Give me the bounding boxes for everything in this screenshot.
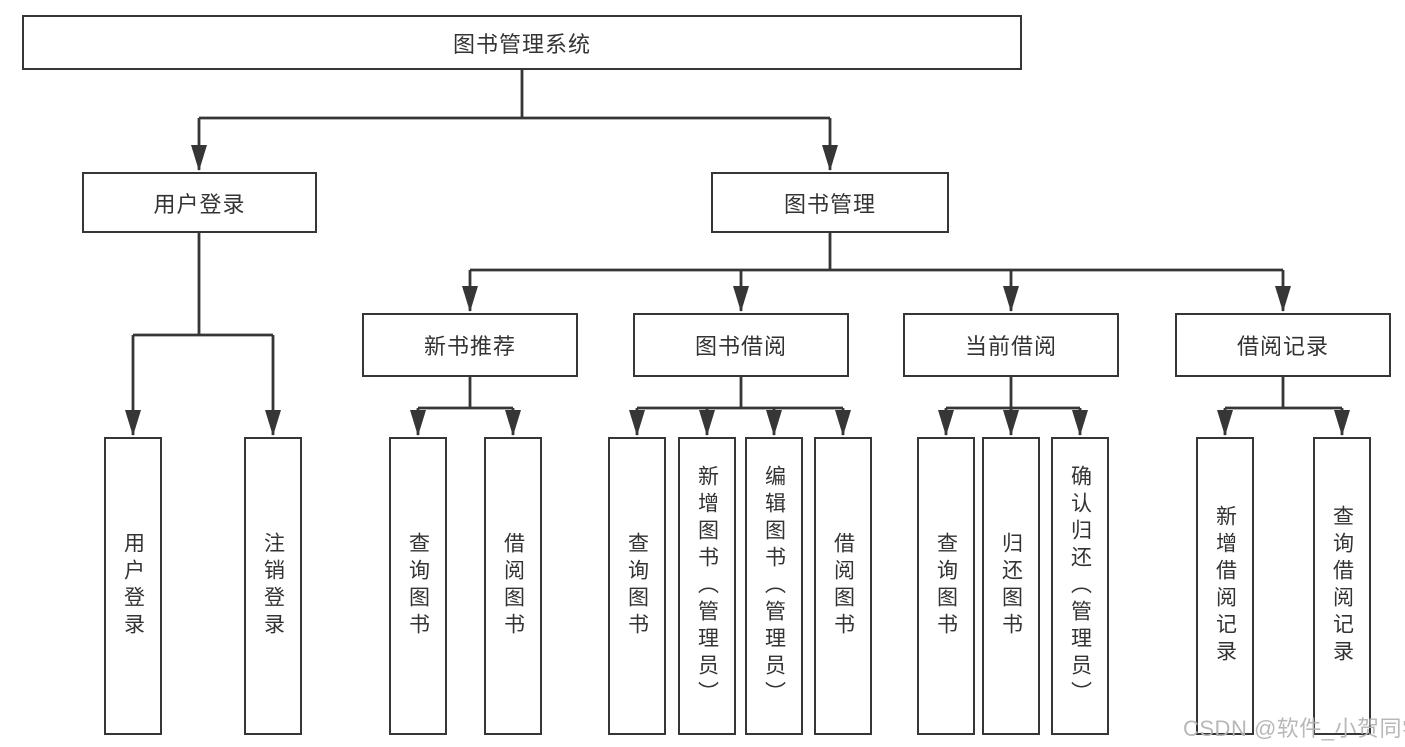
leaf-logout-label: 注销登录 <box>261 532 285 640</box>
leaf-query-book-1-label: 查询图书 <box>406 532 430 640</box>
leaf-add-borrow-record: 新增借阅记录 <box>1196 437 1254 735</box>
leaf-add-book-admin-label: 新增图书（管理员） <box>695 464 719 708</box>
node-user-login-label: 用户登录 <box>153 191 246 217</box>
node-book-borrow-label: 图书借阅 <box>694 334 787 359</box>
leaf-edit-book-admin-label: 编辑图书（管理员） <box>762 464 786 708</box>
leaf-query-book-3-label: 查询图书 <box>934 532 958 640</box>
leaf-query-book-2-label: 查询图书 <box>625 532 649 640</box>
leaf-query-borrow-record-label: 查询借阅记录 <box>1330 505 1354 667</box>
leaf-add-borrow-record-label: 新增借阅记录 <box>1213 505 1237 667</box>
leaf-query-borrow-record: 查询借阅记录 <box>1313 437 1371 735</box>
node-book-management-label: 图书管理 <box>783 191 876 217</box>
leaf-borrow-book-1-label: 借阅图书 <box>501 532 525 640</box>
leaf-add-book-admin: 新增图书（管理员） <box>678 437 736 735</box>
leaf-query-book-1: 查询图书 <box>389 437 447 735</box>
leaf-borrow-book-1: 借阅图书 <box>484 437 542 735</box>
leaf-borrow-book-2: 借阅图书 <box>814 437 872 735</box>
node-book-borrow: 图书借阅 <box>633 313 849 377</box>
node-book-management: 图书管理 <box>711 172 949 233</box>
node-borrow-record-label: 借阅记录 <box>1236 334 1329 359</box>
leaf-user-login-label: 用户登录 <box>121 532 145 640</box>
node-new-book-recommend-label: 新书推荐 <box>423 334 516 359</box>
node-new-book-recommend: 新书推荐 <box>362 313 578 377</box>
node-current-borrow: 当前借阅 <box>903 313 1119 377</box>
node-library-system-label: 图书管理系统 <box>452 31 591 57</box>
node-user-login: 用户登录 <box>82 172 317 233</box>
leaf-query-book-2: 查询图书 <box>608 437 666 735</box>
leaf-confirm-return-admin: 确认归还（管理员） <box>1051 437 1109 735</box>
leaf-edit-book-admin: 编辑图书（管理员） <box>745 437 803 735</box>
leaf-confirm-return-admin-label: 确认归还（管理员） <box>1068 464 1092 708</box>
node-library-system: 图书管理系统 <box>22 15 1022 70</box>
leaf-user-login: 用户登录 <box>104 437 162 735</box>
leaf-logout: 注销登录 <box>244 437 302 735</box>
leaf-query-book-3: 查询图书 <box>917 437 975 735</box>
leaf-return-book-label: 归还图书 <box>999 532 1023 640</box>
node-current-borrow-label: 当前借阅 <box>964 334 1057 359</box>
leaf-return-book: 归还图书 <box>982 437 1040 735</box>
watermark: CSDN @软件_小贺同学 <box>1183 716 1405 741</box>
node-borrow-record: 借阅记录 <box>1175 313 1391 377</box>
leaf-borrow-book-2-label: 借阅图书 <box>831 532 855 640</box>
